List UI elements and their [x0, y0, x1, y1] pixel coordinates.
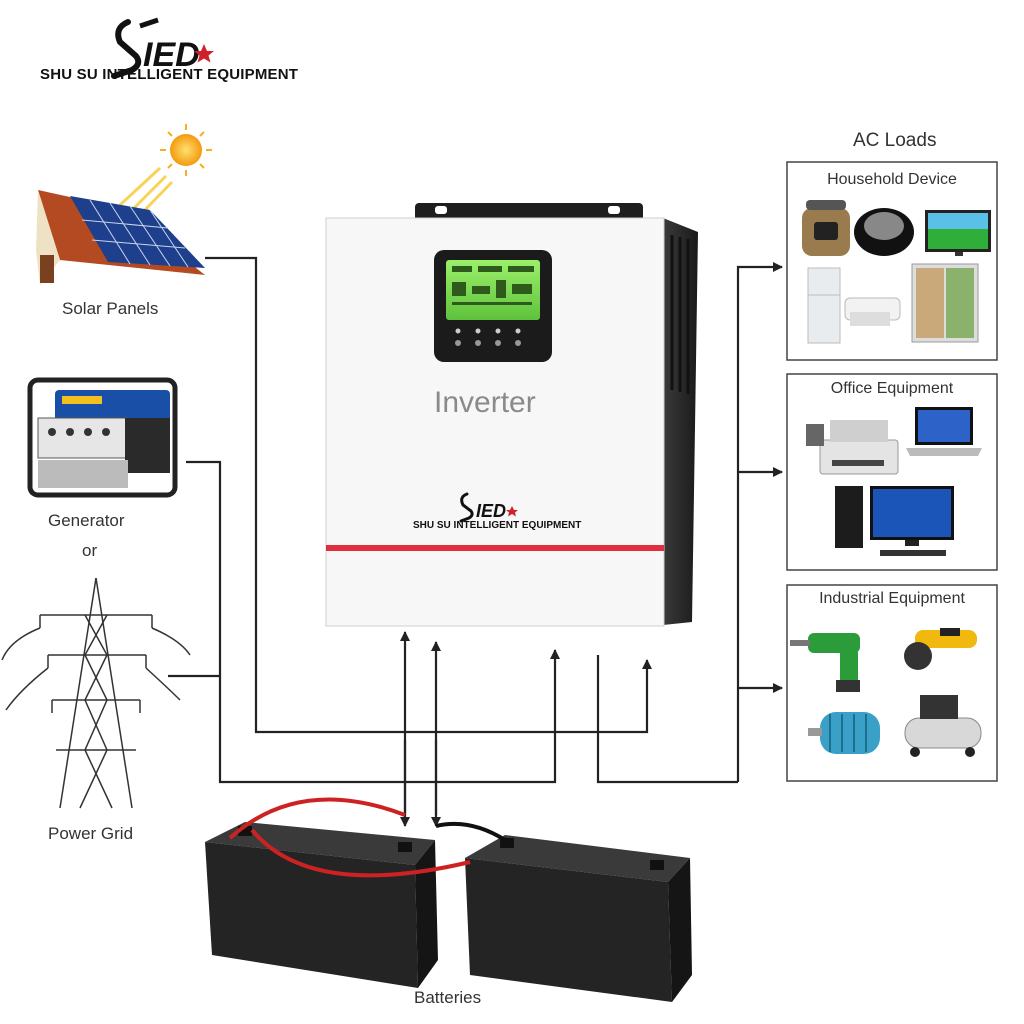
battery-cable-black	[436, 824, 505, 840]
solar-panels-label: Solar Panels	[62, 299, 158, 319]
household-device-title: Household Device	[787, 171, 997, 189]
solar-panel-house-icon	[36, 124, 212, 285]
generator-icon	[30, 380, 175, 495]
brand-company-name: SHU SU INTELLIGENT EQUIPMENT	[40, 66, 298, 83]
svg-text:IED: IED	[476, 501, 506, 521]
or-label: or	[82, 541, 97, 561]
batteries-label: Batteries	[414, 988, 481, 1008]
power-grid-label: Power Grid	[48, 824, 133, 844]
ac-loads-title: AC Loads	[853, 130, 936, 152]
tv-icon	[925, 210, 991, 256]
industrial-equipment-title: Industrial Equipment	[787, 590, 997, 608]
laptop-icon	[906, 407, 982, 456]
inverter-label: Inverter	[434, 386, 536, 420]
battery-right-icon	[465, 835, 692, 1002]
generator-label: Generator	[48, 511, 125, 531]
pressure-cooker-icon	[802, 200, 850, 256]
battery-left-icon	[205, 822, 438, 988]
double-door-fridge-icon	[912, 264, 978, 342]
printer-icon	[806, 420, 898, 474]
inverter-company-name: SHU SU INTELLIGENT EQUIPMENT	[413, 520, 581, 531]
fan-heater-icon	[854, 208, 914, 256]
office-equipment-title: Office Equipment	[787, 380, 997, 398]
power-grid-tower-icon	[2, 578, 190, 808]
refrigerator-icon	[808, 268, 840, 343]
